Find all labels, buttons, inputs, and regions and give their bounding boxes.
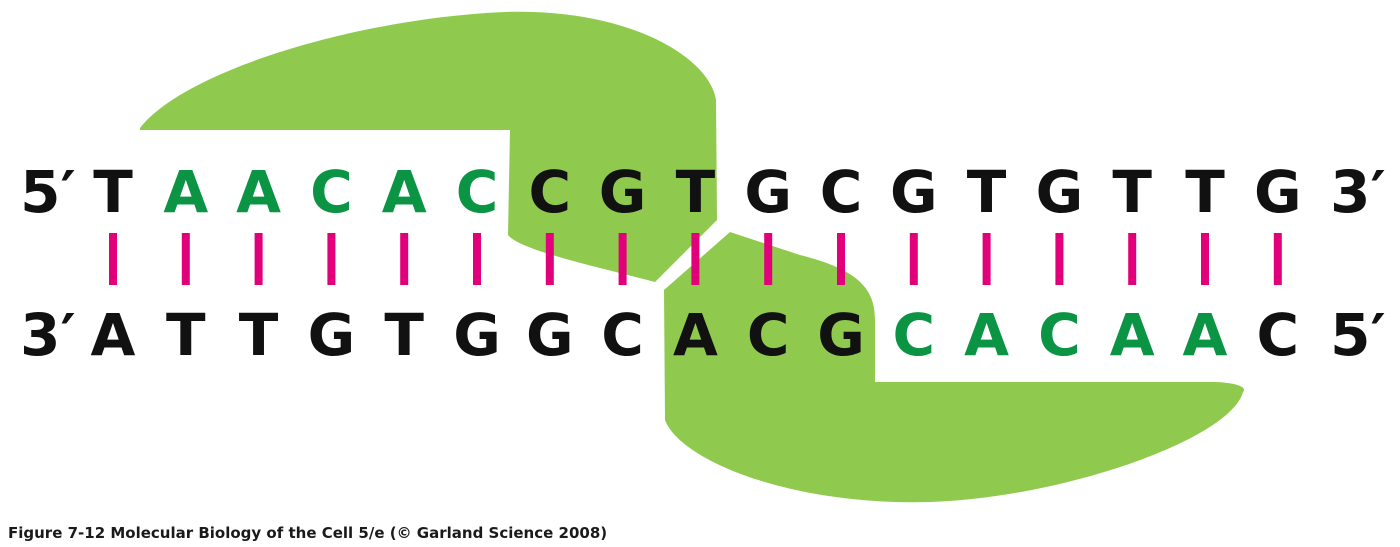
top-strand-base: A [236, 158, 281, 226]
base-pair-bond [1128, 233, 1137, 285]
bottom-strand-base: T [239, 301, 279, 369]
base-pair-bond [618, 233, 627, 285]
figure-caption: Figure 7-12 Molecular Biology of the Cel… [8, 524, 608, 542]
base-pair-bond [982, 233, 991, 285]
bottom-strand-base: T [166, 301, 206, 369]
top-strand-base: G [744, 158, 792, 226]
base-pair-bond [764, 233, 773, 285]
top-strand-base: A [382, 158, 427, 226]
bottom-strand-base: G [526, 301, 574, 369]
top-strand-base: G [599, 158, 647, 226]
base-pair-bond [545, 233, 554, 285]
base-pair-bond [691, 233, 700, 285]
top-strand-base: A [163, 158, 208, 226]
protein-subunit-bottom [664, 232, 1245, 503]
top-strand-base: C [529, 158, 572, 226]
bottom-strand-base: G [308, 301, 356, 369]
bottom-strand-base: C [747, 301, 790, 369]
bottom-strand-base: A [1183, 301, 1228, 369]
strand-bottom-3prime-label: 3′ [20, 301, 76, 369]
top-strand-base: T [967, 158, 1007, 226]
base-pair-bond [1201, 233, 1209, 285]
bottom-strand-base: C [1038, 301, 1081, 369]
base-pair-bond [109, 233, 117, 285]
top-strand-base: C [820, 158, 863, 226]
base-pair-bond [327, 233, 336, 285]
base-pair-bond [837, 233, 845, 285]
base-pair-bond [1273, 233, 1282, 285]
strand-top-3prime-label: 3′ [1330, 158, 1386, 226]
base-pair-bond [181, 233, 190, 285]
top-strand-base: T [93, 158, 133, 226]
bottom-strand-base: A [91, 301, 136, 369]
top-strand-base: G [1036, 158, 1084, 226]
bottom-strand-base: A [1110, 301, 1155, 369]
bottom-strand-base: C [601, 301, 644, 369]
base-pair-bond [1055, 233, 1064, 285]
top-strand-base: T [1185, 158, 1225, 226]
bottom-strand-base: C [1257, 301, 1300, 369]
strand-top-5prime-label: 5′ [20, 158, 76, 226]
protein-subunit-top [140, 11, 717, 282]
base-pair-bond [473, 233, 481, 285]
top-strand-base: C [456, 158, 499, 226]
bottom-strand-base: C [893, 301, 936, 369]
top-strand-base: T [1112, 158, 1152, 226]
strand-bottom-5prime-label: 5′ [1330, 301, 1386, 369]
bottom-strand-base: G [453, 301, 501, 369]
base-pair-bond [909, 233, 918, 285]
bottom-strand-base: A [673, 301, 718, 369]
bottom-strand-base: T [384, 301, 424, 369]
base-pair-bond [254, 233, 263, 285]
bottom-strand-base: A [964, 301, 1009, 369]
top-strand-base: T [676, 158, 716, 226]
base-pair-bond [400, 233, 409, 285]
bottom-strand-base: G [817, 301, 865, 369]
top-strand-base: G [890, 158, 938, 226]
top-strand-base: C [310, 158, 353, 226]
top-strand-base: G [1254, 158, 1302, 226]
